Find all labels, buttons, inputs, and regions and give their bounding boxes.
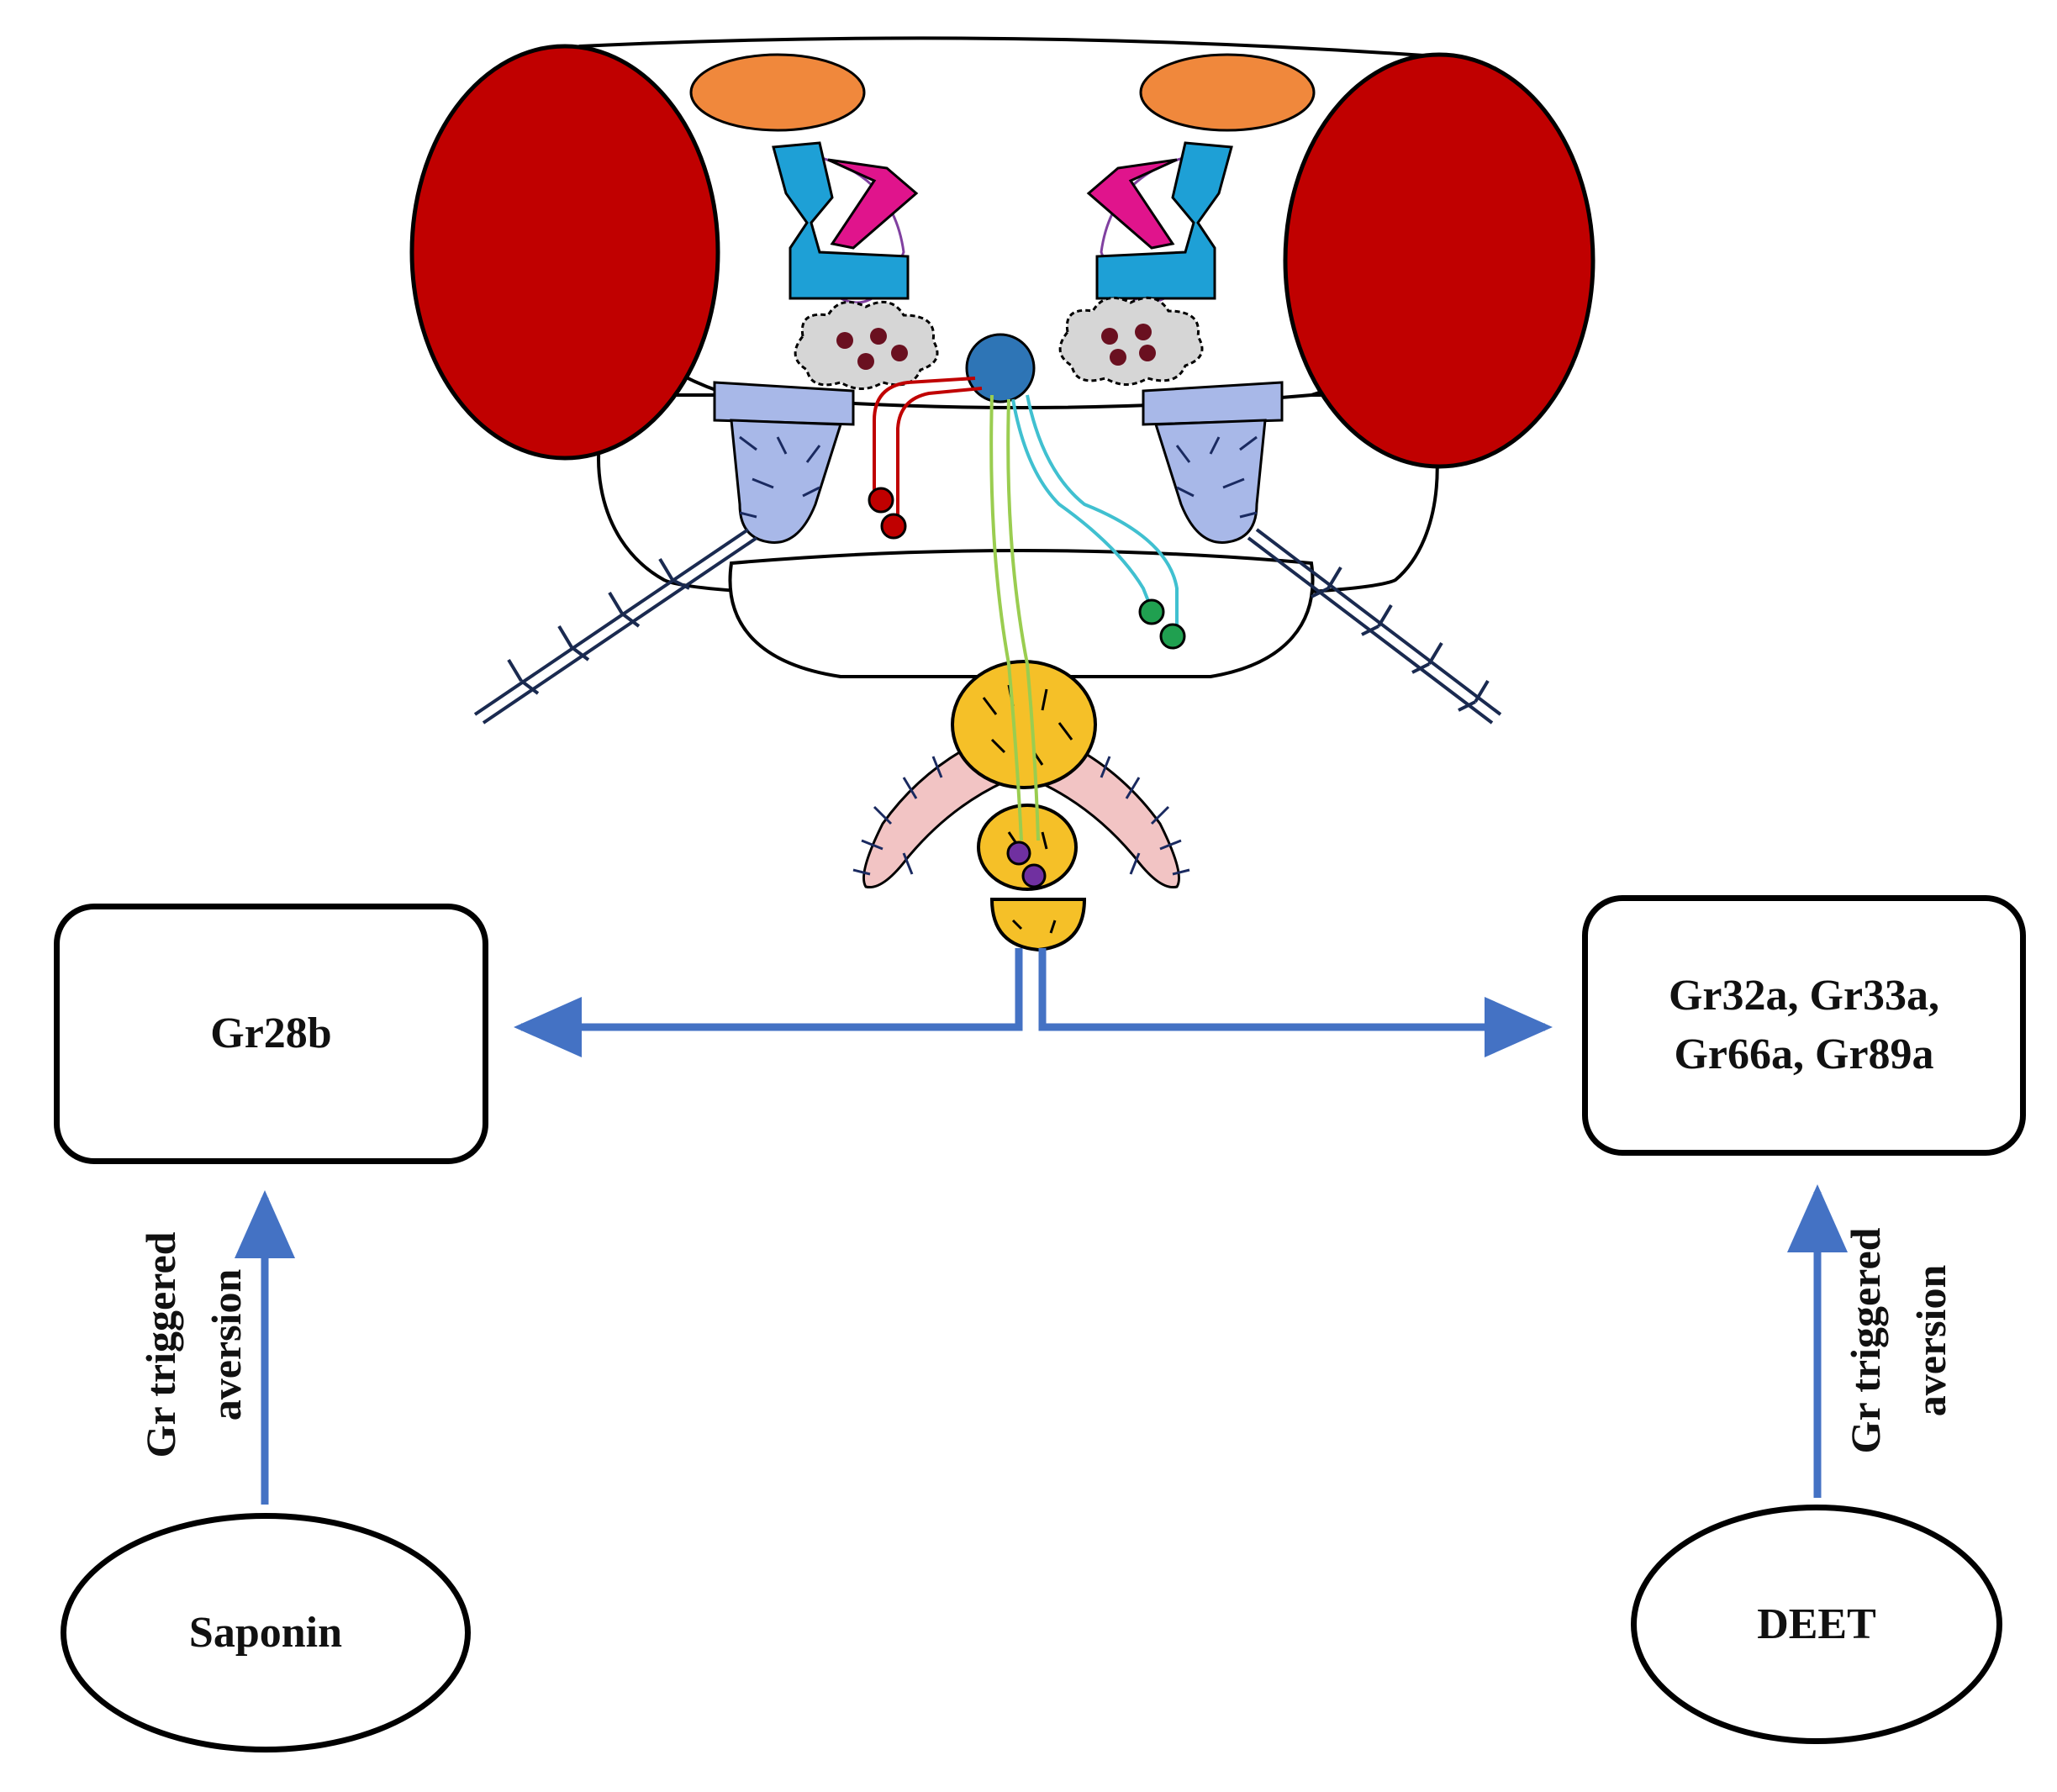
left-arista bbox=[473, 528, 758, 725]
right-aversion-line2: aversion bbox=[1907, 1264, 1954, 1417]
left-aversion-line2: aversion bbox=[203, 1268, 250, 1421]
cyan-neuron-tract bbox=[1011, 394, 1179, 630]
right-maxillary-palp bbox=[1142, 381, 1284, 544]
arrow-to-gr32a-group bbox=[1038, 948, 1553, 1057]
gr-receptor-group-box: Gr32a, Gr33a, Gr66a, Gr89a bbox=[1582, 895, 2026, 1156]
green-neuron-tract bbox=[989, 394, 1040, 841]
red-neuron-terminals bbox=[868, 487, 907, 540]
purple-neuron-terminals bbox=[1006, 841, 1047, 888]
central-node bbox=[965, 333, 1036, 403]
right-aversion-label: Gr triggered aversion bbox=[1833, 1228, 1964, 1454]
right-aversion-line1: Gr triggered bbox=[1842, 1227, 1889, 1454]
left-compound-eye bbox=[409, 44, 720, 461]
deet-label: DEET bbox=[1757, 1600, 1876, 1648]
gr28b-label: Gr28b bbox=[210, 1009, 332, 1057]
left-leg bbox=[852, 733, 1006, 889]
proboscis bbox=[951, 660, 1097, 952]
saponin-oval: Saponin bbox=[61, 1513, 471, 1752]
gr28b-receptor-box: Gr28b bbox=[54, 904, 488, 1164]
saponin-label: Saponin bbox=[188, 1609, 343, 1657]
left-aversion-line1: Gr triggered bbox=[137, 1231, 184, 1458]
gr-receptor-group-line1: Gr32a, Gr33a, bbox=[1668, 971, 1940, 1020]
deet-oval: DEET bbox=[1631, 1505, 2002, 1744]
left-antennal-lobe bbox=[794, 300, 939, 390]
right-arista bbox=[1247, 528, 1502, 725]
left-aversion-label: Gr triggered aversion bbox=[128, 1232, 259, 1458]
gr-receptor-group-text: Gr32a, Gr33a, Gr66a, Gr89a bbox=[1669, 967, 1939, 1084]
right-compound-eye bbox=[1283, 52, 1595, 469]
left-maxillary-palp bbox=[713, 381, 855, 544]
arrow-to-gr28b bbox=[514, 948, 1023, 1057]
left-antennal-segment bbox=[772, 141, 919, 304]
right-antennal-lobe bbox=[1058, 296, 1204, 386]
right-antennal-segment bbox=[1086, 141, 1233, 304]
red-neuron-tract bbox=[873, 377, 983, 517]
right-ocellus bbox=[1139, 53, 1316, 132]
green-neuron-terminals bbox=[1138, 598, 1186, 650]
mouthparts-bowl bbox=[728, 549, 1315, 678]
right-leg bbox=[1036, 733, 1190, 889]
left-ocellus bbox=[689, 53, 866, 132]
gr-receptor-group-line2: Gr66a, Gr89a bbox=[1674, 1030, 1934, 1078]
